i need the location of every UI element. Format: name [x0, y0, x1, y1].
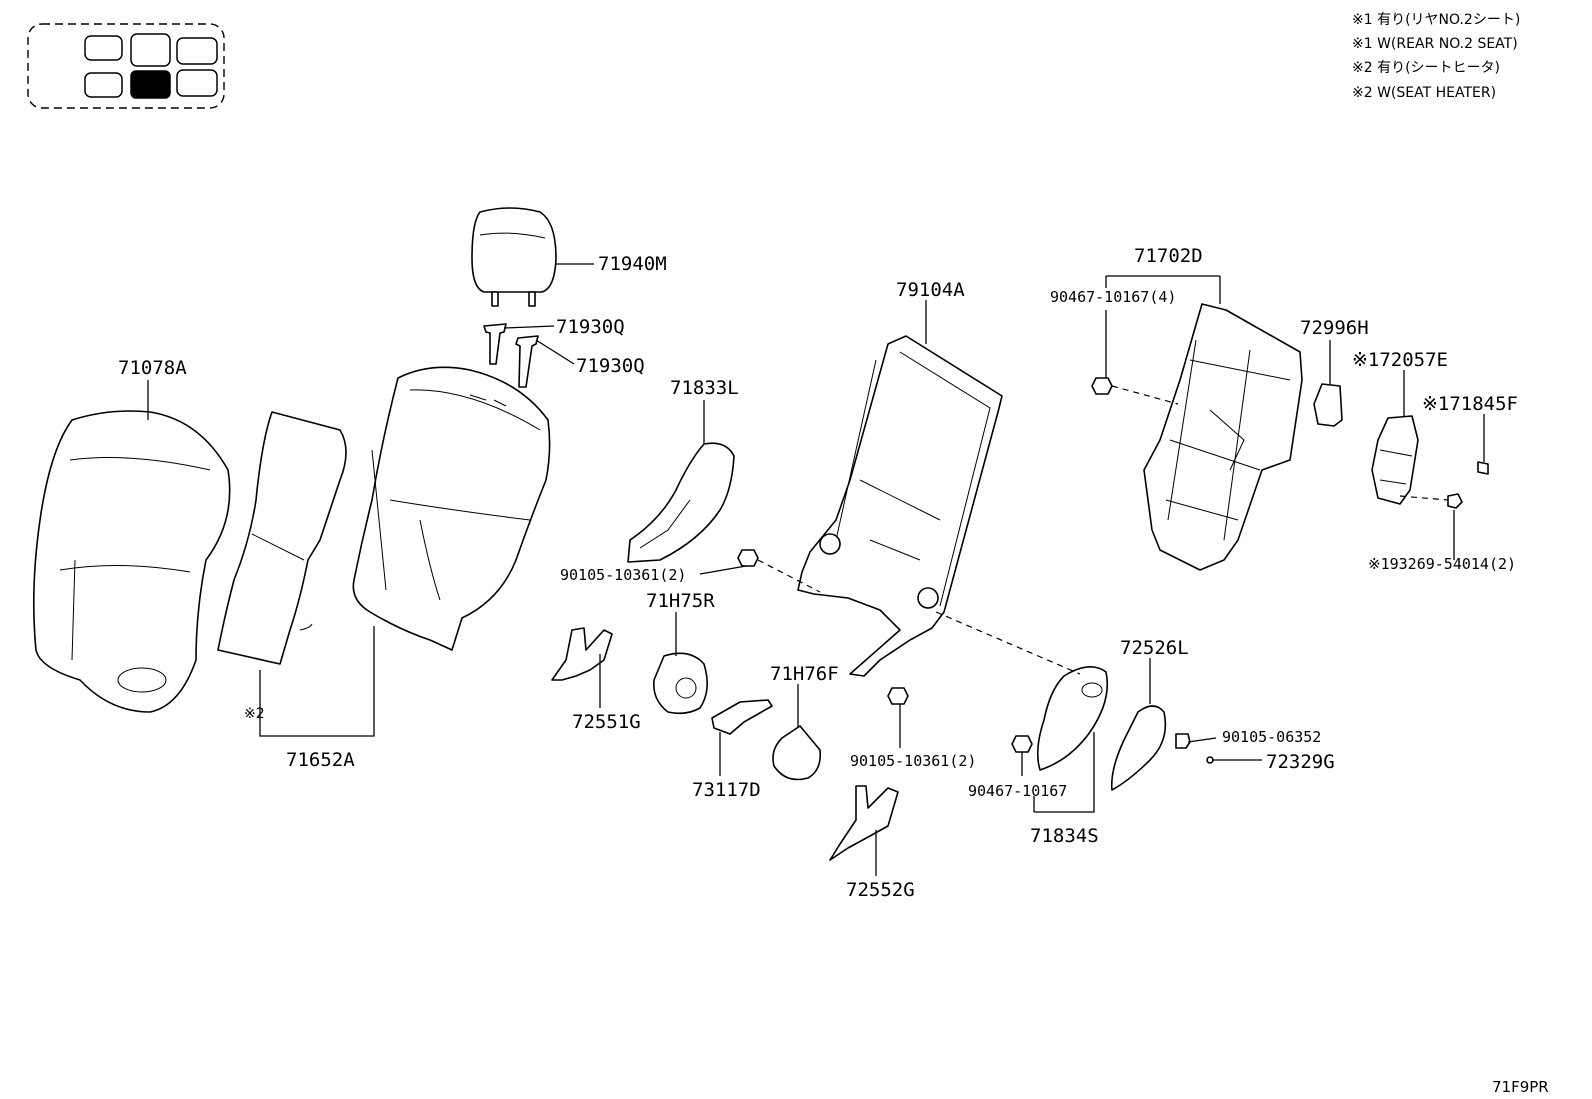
- seat-back-board-part[interactable]: [1143, 303, 1303, 571]
- dashed-line-bolt-frame: [757, 559, 821, 593]
- shield-71834S-part[interactable]: [1036, 666, 1109, 771]
- label-72057E[interactable]: ※172057E: [1352, 349, 1448, 371]
- label-71702D[interactable]: 71702D: [1134, 245, 1203, 267]
- notes-block: ※1 有り(リヤNO.2シート) ※1 W(REAR NO.2 SEAT) ※2…: [1352, 12, 1520, 101]
- motor-71H76F[interactable]: [772, 725, 822, 781]
- dashed-line-frame-shield: [935, 611, 1081, 675]
- label-72996H[interactable]: 72996H: [1300, 317, 1369, 339]
- bracket-73117D-part[interactable]: [711, 699, 773, 735]
- label-71834S[interactable]: 71834S: [1030, 825, 1099, 847]
- label-71078A[interactable]: 71078A: [118, 357, 187, 379]
- label-71833L[interactable]: 71833L: [670, 377, 739, 399]
- label-90467-10167-4[interactable]: 90467-10167(4): [1050, 288, 1176, 306]
- label-71652A[interactable]: 71652A: [286, 749, 355, 771]
- bolt-90467-10167-4[interactable]: [1091, 377, 1113, 395]
- note-1-en: ※1 W(REAR NO.2 SEAT): [1352, 36, 1518, 52]
- side-cover-part[interactable]: [627, 442, 735, 563]
- label-71H75R[interactable]: 71H75R: [646, 590, 715, 612]
- headrest-support-parts[interactable]: [483, 323, 539, 388]
- bracket-72551G-part[interactable]: [551, 627, 613, 681]
- label-71H76F[interactable]: 71H76F: [770, 663, 839, 685]
- bolt-90467-10167[interactable]: [1011, 735, 1033, 753]
- seat-back-pad-part[interactable]: [352, 366, 551, 651]
- part-71845F[interactable]: [1477, 461, 1489, 475]
- label-90105-06352[interactable]: 90105-06352: [1222, 728, 1321, 746]
- cover-72526L-part[interactable]: [1110, 705, 1167, 791]
- bolt-90105-10361-a[interactable]: [737, 549, 759, 567]
- bolt-93269-54014[interactable]: [1447, 493, 1463, 509]
- bolt-90105-10361-b[interactable]: [887, 687, 909, 705]
- locator-seat-front-left: [84, 35, 123, 61]
- diagram-code: 71F9PR: [1492, 1078, 1549, 1096]
- label-72329G[interactable]: 72329G: [1266, 751, 1335, 773]
- note-1-jp: ※1 有り(リヤNO.2シート): [1352, 12, 1520, 28]
- locator-seat-middle-right-highlighted: [130, 70, 171, 99]
- label-71930Q-upper[interactable]: 71930Q: [556, 316, 625, 338]
- label-93269-54014[interactable]: ※193269-54014(2): [1368, 555, 1516, 573]
- clip-72996H-part[interactable]: [1313, 383, 1343, 427]
- headrest-part[interactable]: [471, 207, 557, 307]
- seat-back-cover-part[interactable]: [32, 410, 231, 713]
- label-heater-ref: ※2: [244, 706, 265, 722]
- label-90105-10361-upper[interactable]: 90105-10361(2): [560, 566, 686, 584]
- bracket-72552G-part[interactable]: [829, 785, 899, 861]
- locator-seat-front-right: [84, 72, 123, 98]
- leader-lines: [147, 263, 1485, 876]
- label-72552G[interactable]: 72552G: [846, 879, 915, 901]
- dashed-line-unit-bolt: [1399, 495, 1449, 501]
- unit-72057E-part[interactable]: [1371, 415, 1419, 505]
- recliner-motor-71H75R[interactable]: [652, 652, 708, 715]
- seat-frame-part[interactable]: [797, 335, 1003, 677]
- note-2-jp: ※2 有り(シートヒータ): [1352, 60, 1500, 76]
- label-73117D[interactable]: 73117D: [692, 779, 761, 801]
- label-79104A[interactable]: 79104A: [896, 279, 965, 301]
- dashed-line-frame-top: [1111, 385, 1179, 405]
- note-2-en: ※2 W(SEAT HEATER): [1352, 85, 1496, 101]
- seat-locator: [27, 23, 225, 109]
- label-90105-10361-lower[interactable]: 90105-10361(2): [850, 752, 976, 770]
- locator-seat-middle-left: [130, 33, 171, 67]
- label-72551G[interactable]: 72551G: [572, 711, 641, 733]
- label-72526L[interactable]: 72526L: [1120, 637, 1189, 659]
- locator-seat-rear-right: [176, 69, 218, 97]
- label-71845F[interactable]: ※171845F: [1422, 393, 1518, 415]
- label-90467-10167[interactable]: 90467-10167: [968, 782, 1067, 800]
- bolt-90105-06352[interactable]: [1175, 733, 1191, 749]
- locator-seat-rear-left: [176, 37, 218, 65]
- label-71930Q-lower[interactable]: 71930Q: [576, 355, 645, 377]
- label-71940M[interactable]: 71940M: [598, 253, 667, 275]
- seat-heater-part[interactable]: [217, 411, 347, 665]
